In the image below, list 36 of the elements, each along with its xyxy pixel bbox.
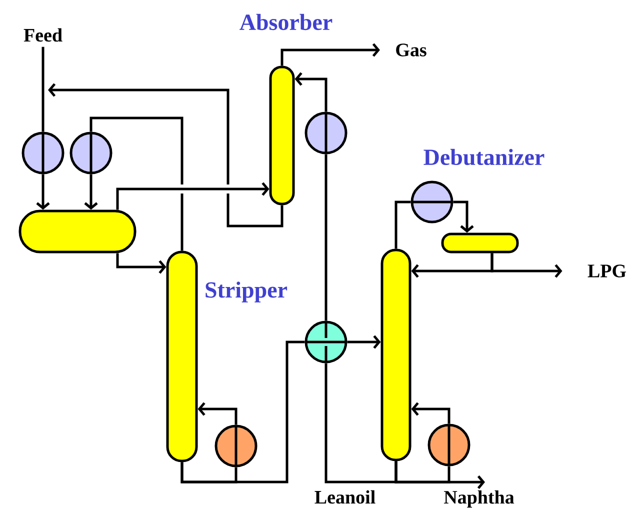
column-label: Stripper [206, 282, 288, 302]
stream-label: LPG [588, 264, 626, 278]
flow-arrow [294, 72, 328, 112]
flow-arrow [198, 402, 238, 425]
stream-label: Gas [396, 44, 426, 56]
flow-line [324, 154, 328, 321]
flow-arrow [116, 253, 166, 274]
edge-label: Leanoil [313, 489, 377, 505]
column-label: Debutanizer [424, 148, 544, 166]
reboiler-symbol [214, 424, 258, 468]
flow-line [394, 200, 411, 249]
drum-vessel [441, 232, 519, 254]
flow-arrow [113, 180, 270, 210]
drum-vessel [18, 210, 136, 254]
flow-line [324, 363, 398, 484]
flow-line [180, 340, 305, 484]
flow-arrow [280, 43, 380, 66]
cooler-symbol [70, 132, 112, 174]
stream-label: Naphtha [444, 490, 514, 508]
heat-exchanger-symbol [304, 320, 348, 364]
cooler-symbol [410, 180, 454, 224]
flow-arrow [490, 253, 562, 278]
flow-line [90, 116, 184, 251]
column-vessel [380, 248, 412, 462]
stream-label: Feed [24, 28, 62, 42]
flow-arrow [411, 402, 450, 424]
column-label: Absorber [240, 14, 332, 30]
reboiler-symbol [428, 424, 470, 466]
cooler-symbol [304, 112, 348, 154]
cooler-symbol [22, 132, 64, 174]
flow-arrow [36, 174, 50, 210]
flow-arrow [48, 83, 284, 228]
flow-arrow [84, 174, 98, 210]
flow-arrow [453, 200, 474, 233]
flow-arrow [347, 335, 381, 349]
flow-line [42, 46, 44, 132]
